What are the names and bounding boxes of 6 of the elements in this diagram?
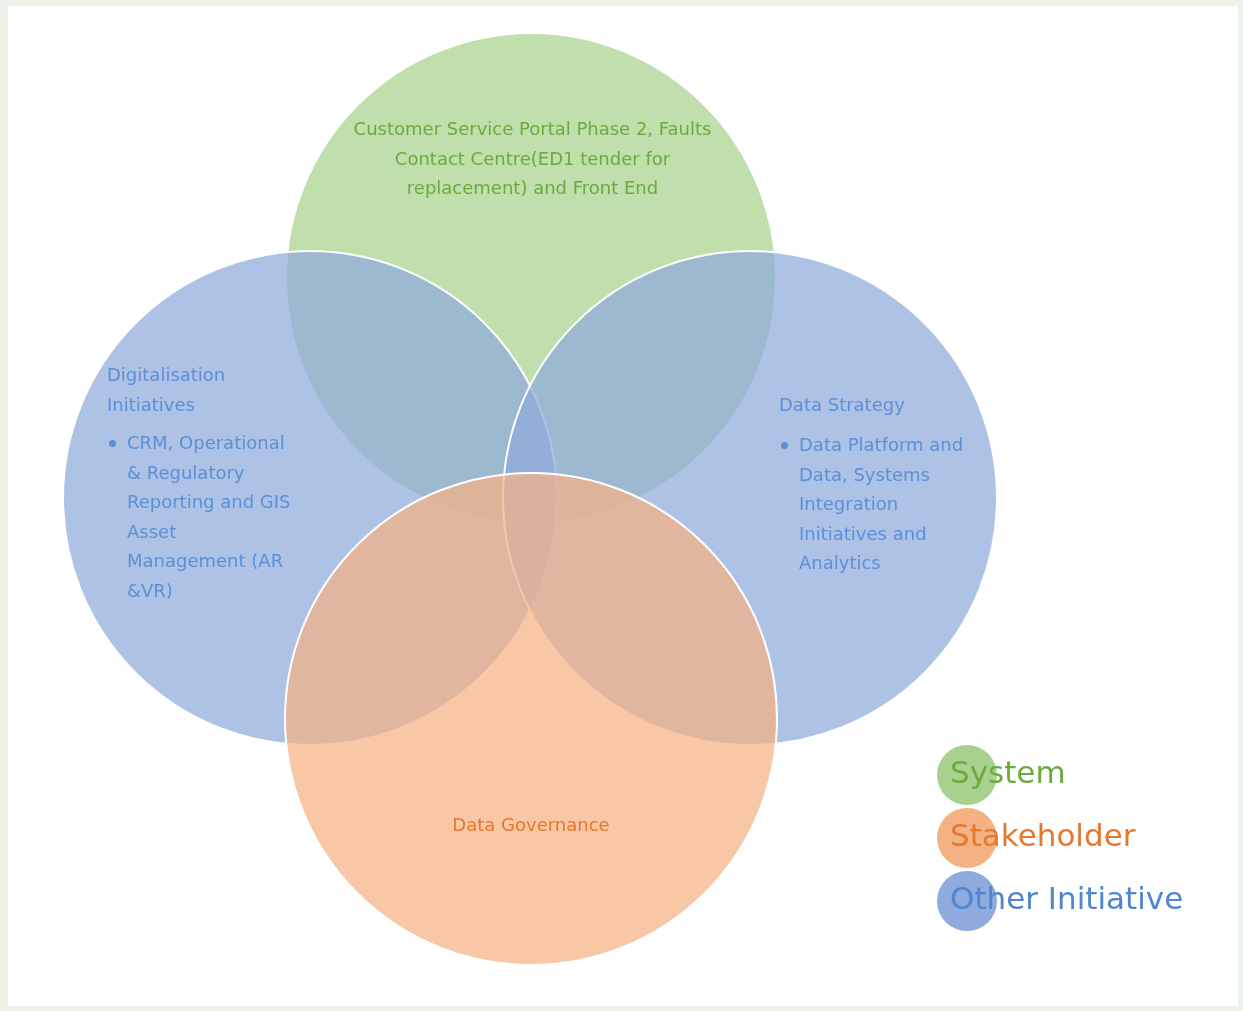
bullet-text: Data Platform and Data, Systems Integration Initiatives and Analytics	[799, 433, 965, 575]
circle-label: Customer Service Portal Phase 2, Faults Contact Centre(ED1 tender for replacement) and Front End	[352, 117, 713, 200]
circle-label: Data Governance	[451, 813, 611, 837]
bullet-text: CRM, Operational & Regulatory Reporting and GIS Asset Management (AR &VR)	[127, 431, 292, 603]
circle-heading: Digitalisation Initiatives	[107, 363, 227, 417]
circle-heading: Data Strategy	[779, 393, 906, 417]
